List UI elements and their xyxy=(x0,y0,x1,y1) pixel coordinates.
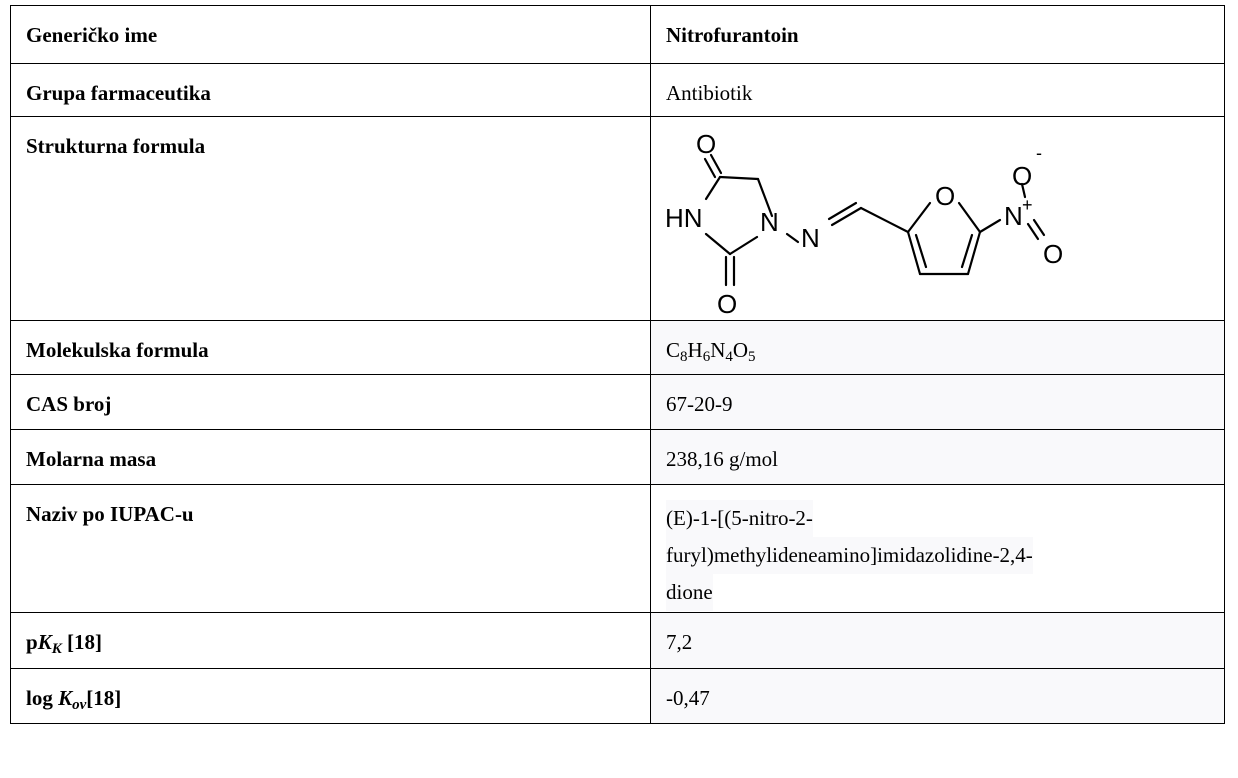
table-row: Molarna masa 238,16 g/mol xyxy=(10,429,1225,485)
atom-oxygen: O xyxy=(1043,239,1063,269)
table-row: CAS broj 67-20-9 xyxy=(10,374,1225,430)
row-value: Nitrofurantoin xyxy=(650,5,1225,64)
iupac-name: (E)-1-[(5-nitro-2- furyl)methylideneamin… xyxy=(650,484,1225,613)
charge-plus: + xyxy=(1022,195,1033,215)
row-label: CAS broj xyxy=(10,374,651,430)
atom-nitrogen: N xyxy=(801,223,820,253)
iupac-line: dione xyxy=(666,574,713,611)
atom-nh: HN xyxy=(665,203,703,233)
table-row: pKK [18] 7,2 xyxy=(10,612,1225,669)
row-value: Antibiotik xyxy=(650,63,1225,117)
table-row: Strukturna formula xyxy=(10,116,1225,321)
row-value: 238,16 g/mol xyxy=(650,429,1225,485)
row-label: Grupa farmaceutika xyxy=(10,63,651,117)
logkow-label: log Kov[18] xyxy=(10,668,651,724)
row-label: Generičko ime xyxy=(10,5,651,64)
atom-nitrogen: N xyxy=(1004,201,1023,231)
iupac-line: (E)-1-[(5-nitro-2- xyxy=(666,500,813,537)
row-value: -0,47 xyxy=(650,668,1225,724)
table-row: Generičko ime Nitrofurantoin xyxy=(10,5,1225,64)
row-label: Strukturna formula xyxy=(10,116,651,321)
table-row: log Kov[18] -0,47 xyxy=(10,668,1225,724)
row-value: 67-20-9 xyxy=(650,374,1225,430)
atom-oxygen: O xyxy=(1012,161,1032,191)
table-row: Grupa farmaceutika Antibiotik xyxy=(10,63,1225,117)
molecular-formula: C8H6N4O5 xyxy=(650,320,1225,375)
row-label: Molarna masa xyxy=(10,429,651,485)
atom-oxygen: O xyxy=(935,181,955,211)
atom-oxygen: O xyxy=(717,289,737,319)
row-label: Naziv po IUPAC-u xyxy=(10,484,651,613)
structure-cell: O HN N N O O N O O + - xyxy=(650,116,1225,321)
properties-table: Generičko ime Nitrofurantoin Grupa farma… xyxy=(10,5,1225,724)
row-value: 7,2 xyxy=(650,612,1225,669)
pka-label: pKK [18] xyxy=(10,612,651,669)
row-label: Molekulska formula xyxy=(10,320,651,375)
atom-oxygen: O xyxy=(696,129,716,159)
structural-formula-diagram: O HN N N O O N O O + - xyxy=(665,129,1063,319)
iupac-line: furyl)methylideneamino]imidazolidine-2,4… xyxy=(666,537,1033,574)
table-row: Naziv po IUPAC-u (E)-1-[(5-nitro-2- fury… xyxy=(10,484,1225,613)
charge-minus: - xyxy=(1036,143,1042,163)
atom-nitrogen: N xyxy=(760,207,779,237)
table-row: Molekulska formula C8H6N4O5 xyxy=(10,320,1225,375)
